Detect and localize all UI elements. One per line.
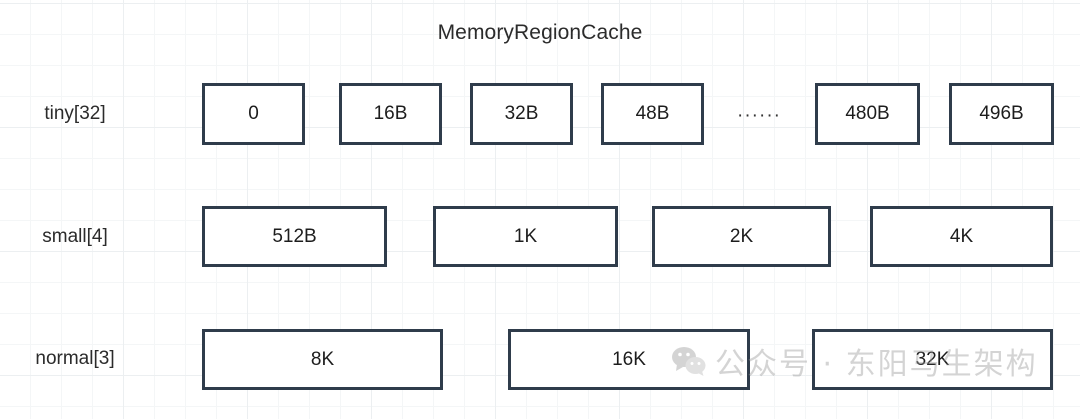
tiny-cell-0: 0 — [202, 83, 305, 145]
tiny-cell-2: 32B — [470, 83, 573, 145]
diagram-title: MemoryRegionCache — [437, 21, 643, 44]
small-cell-2: 2K — [652, 206, 831, 267]
tiny-cell-3: 48B — [601, 83, 704, 145]
normal-cell-0: 8K — [202, 329, 443, 390]
normal-cell-1: 16K — [508, 329, 750, 390]
small-cell-1: 1K — [433, 206, 618, 267]
row-label-tiny: tiny[32] — [44, 103, 106, 124]
small-cell-0: 512B — [202, 206, 387, 267]
tiny-cell-5: 496B — [949, 83, 1054, 145]
normal-cell-2: 32K — [812, 329, 1053, 390]
small-cell-3: 4K — [870, 206, 1053, 267]
row-label-normal: normal[3] — [35, 348, 115, 369]
tiny-cell-1: 16B — [339, 83, 442, 145]
tiny-cell-4: 480B — [815, 83, 920, 145]
tiny-row-ellipsis: ······ — [737, 105, 781, 126]
row-label-small: small[4] — [42, 226, 108, 247]
